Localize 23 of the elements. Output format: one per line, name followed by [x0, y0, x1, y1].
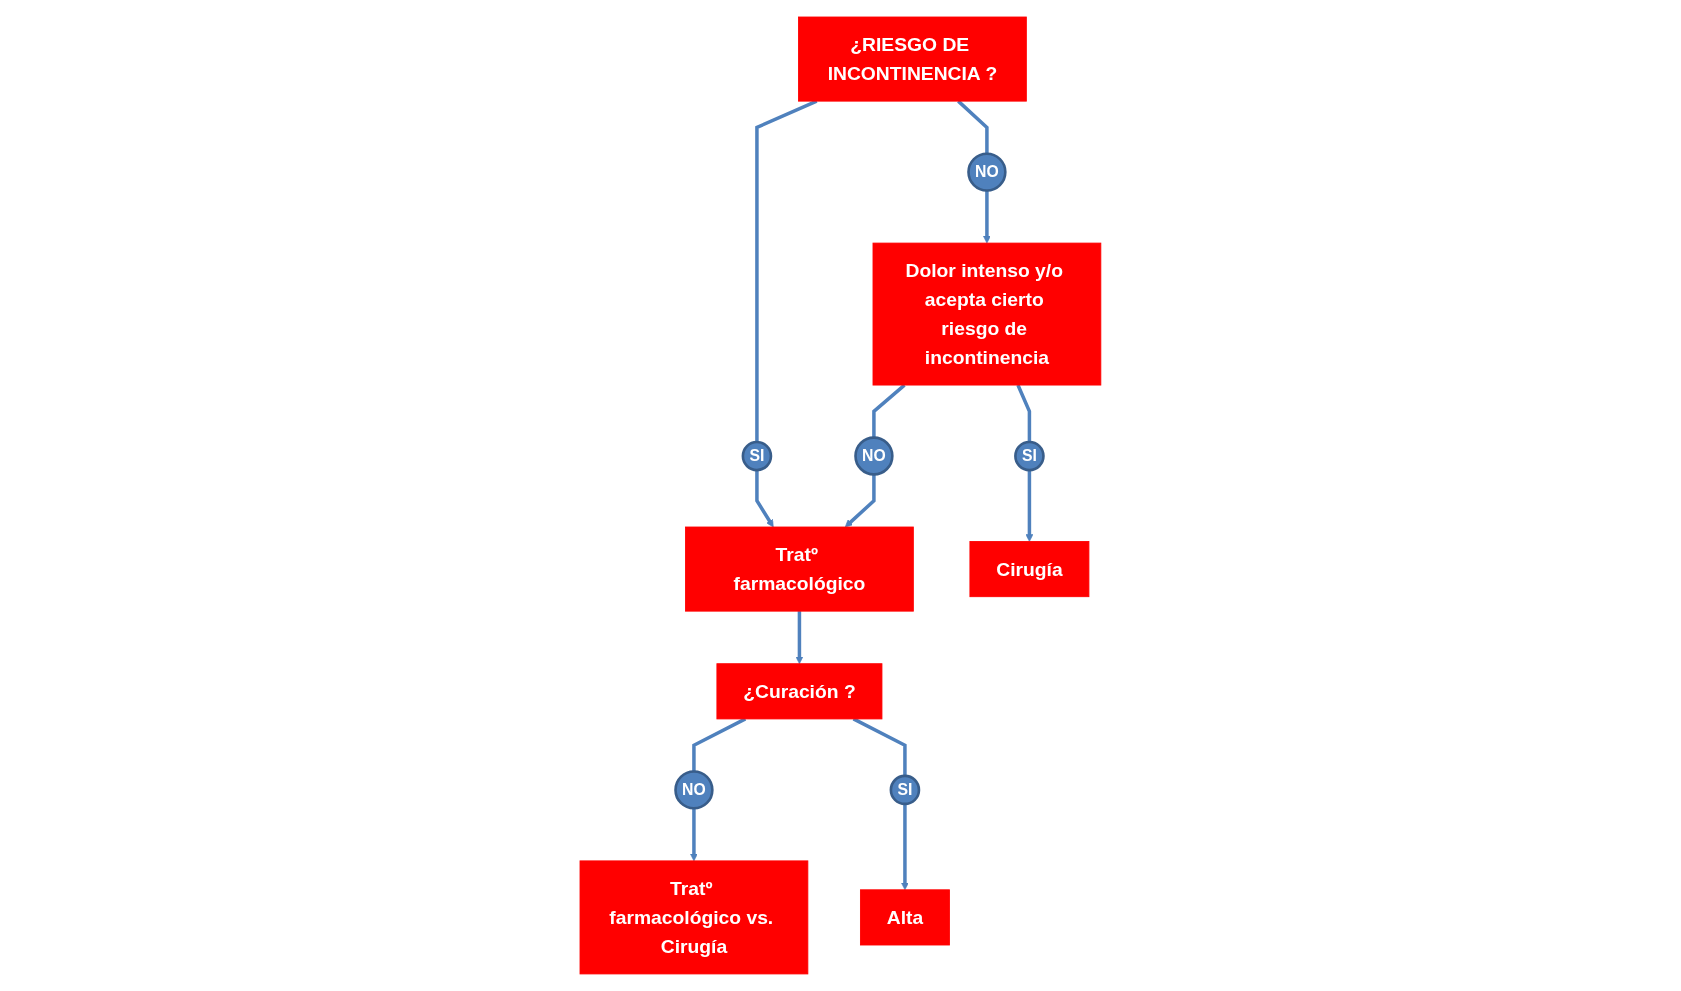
arrow [755, 470, 774, 528]
node-box: Tratº farmacológico vs. Cirugía [579, 860, 809, 975]
node-circle: SI [889, 774, 921, 806]
node-box: Cirugía [969, 541, 1090, 598]
node-box: Tratº farmacológico [685, 526, 914, 612]
node-circle: SI [1014, 440, 1045, 472]
arrow [690, 808, 698, 862]
arrow [845, 474, 876, 528]
node-circle: NO [854, 436, 894, 476]
connector [692, 717, 747, 772]
node-box: ¿Curación ? [716, 663, 883, 720]
arrow [983, 190, 991, 244]
connector [852, 717, 907, 776]
arrow [795, 611, 804, 665]
node-circle: NO [674, 770, 714, 810]
node-box: Alta [860, 889, 950, 946]
node-circle: NO [967, 152, 1007, 192]
connector [1016, 384, 1032, 443]
arrow [1025, 470, 1034, 542]
arrow [901, 803, 909, 891]
node-circle: SI [741, 440, 773, 472]
node-box: Dolor intenso y/o acepta cierto riesgo de incontinencia [872, 242, 1102, 386]
node-box: ¿RIESGO DE INCONTINENCIA ? [798, 16, 1027, 102]
